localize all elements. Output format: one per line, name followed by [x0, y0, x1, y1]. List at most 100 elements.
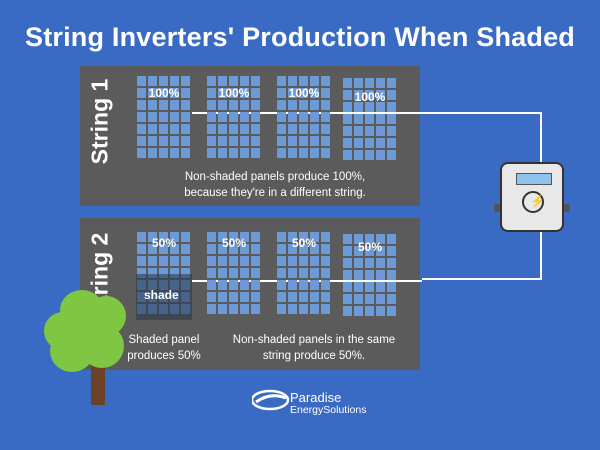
- solar-cell: [218, 112, 227, 122]
- solar-cell: [229, 76, 238, 86]
- string-1-panel-1-output: 100%: [148, 86, 180, 100]
- solar-cell: [310, 292, 319, 302]
- solar-cell: [354, 90, 363, 100]
- solar-cell: [299, 256, 308, 266]
- solar-cell: [148, 88, 157, 98]
- solar-cell: [181, 76, 190, 86]
- solar-cell: [376, 234, 385, 244]
- solar-cell: [365, 138, 374, 148]
- solar-cell: [170, 232, 179, 242]
- solar-cell: [181, 88, 190, 98]
- solar-cell: [387, 270, 396, 280]
- solar-cell: [354, 234, 363, 244]
- solar-cell: [299, 112, 308, 122]
- solar-cell: [376, 90, 385, 100]
- solar-cell: [207, 124, 216, 134]
- solar-cell: [365, 306, 374, 316]
- solar-cell: [181, 268, 190, 278]
- solar-cell: [181, 100, 190, 110]
- solar-cell: [387, 102, 396, 112]
- solar-cell: [321, 256, 330, 266]
- solar-cell: [159, 148, 168, 158]
- solar-cell: [354, 126, 363, 136]
- solar-cell: [387, 258, 396, 268]
- solar-cell: [354, 294, 363, 304]
- solar-cell: [218, 124, 227, 134]
- solar-cell: [159, 112, 168, 122]
- solar-cell: [299, 124, 308, 134]
- solar-cell: [240, 88, 249, 98]
- solar-cell: [207, 244, 216, 254]
- solar-cell: [299, 244, 308, 254]
- solar-cell: [387, 246, 396, 256]
- solar-cell: [207, 76, 216, 86]
- solar-cell: [277, 280, 286, 290]
- solar-cell: [310, 100, 319, 110]
- solar-cell: [365, 258, 374, 268]
- solar-cell: [148, 268, 157, 278]
- solar-cell: [251, 100, 260, 110]
- solar-cell: [376, 126, 385, 136]
- solar-cell: [137, 100, 146, 110]
- solar-cell: [240, 244, 249, 254]
- solar-cell: [137, 136, 146, 146]
- solar-cell: [159, 124, 168, 134]
- solar-cell: [207, 88, 216, 98]
- solar-cell: [229, 88, 238, 98]
- solar-cell: [148, 76, 157, 86]
- solar-cell: [376, 114, 385, 124]
- solar-cell: [229, 124, 238, 134]
- solar-cell: [277, 148, 286, 158]
- solar-cell: [376, 258, 385, 268]
- solar-cell: [288, 76, 297, 86]
- solar-cell: [229, 280, 238, 290]
- solar-cell: [343, 114, 352, 124]
- solar-cell: [288, 268, 297, 278]
- string-1-panel-2: [206, 74, 262, 164]
- solar-cell: [277, 244, 286, 254]
- solar-cell: [218, 256, 227, 266]
- solar-cell: [288, 232, 297, 242]
- solar-cell: [354, 138, 363, 148]
- string-1-box: String 1 100% 100% 100% 100% Non-shaded …: [80, 66, 422, 206]
- solar-cell: [251, 76, 260, 86]
- logo-subtitle: EnergySolutions: [290, 404, 367, 416]
- solar-cell: [343, 102, 352, 112]
- string-1-note: Non-shaded panels produce 100%, because …: [140, 169, 410, 201]
- solar-cell: [321, 148, 330, 158]
- solar-cell: [137, 88, 146, 98]
- solar-cell: [181, 112, 190, 122]
- solar-cell: [181, 244, 190, 254]
- solar-cell: [288, 244, 297, 254]
- solar-cell: [251, 124, 260, 134]
- shaded-panel-note-line-1: Shaded panel: [128, 334, 200, 346]
- solar-cell: [310, 268, 319, 278]
- solar-cell: [159, 76, 168, 86]
- solar-cell: [376, 282, 385, 292]
- solar-cell: [288, 256, 297, 266]
- solar-cell: [321, 232, 330, 242]
- solar-cell: [181, 136, 190, 146]
- solar-cell: [310, 136, 319, 146]
- solar-cell: [148, 244, 157, 254]
- solar-cell: [229, 244, 238, 254]
- solar-cell: [181, 148, 190, 158]
- solar-cell: [251, 256, 260, 266]
- solar-cell: [277, 88, 286, 98]
- solar-cell: [321, 244, 330, 254]
- solar-cell: [240, 304, 249, 314]
- solar-cell: [159, 256, 168, 266]
- solar-cell: [288, 136, 297, 146]
- solar-cell: [343, 246, 352, 256]
- solar-cell: [288, 88, 297, 98]
- solar-cell: [229, 304, 238, 314]
- solar-cell: [310, 148, 319, 158]
- solar-cell: [376, 270, 385, 280]
- solar-cell: [365, 78, 374, 88]
- string-1-note-line-2: because they're in a different string.: [184, 187, 366, 199]
- solar-cell: [354, 306, 363, 316]
- solar-cell: [321, 124, 330, 134]
- solar-cell: [148, 112, 157, 122]
- solar-cell: [288, 304, 297, 314]
- string-2-note: Non-shaded panels in the same string pro…: [214, 332, 414, 364]
